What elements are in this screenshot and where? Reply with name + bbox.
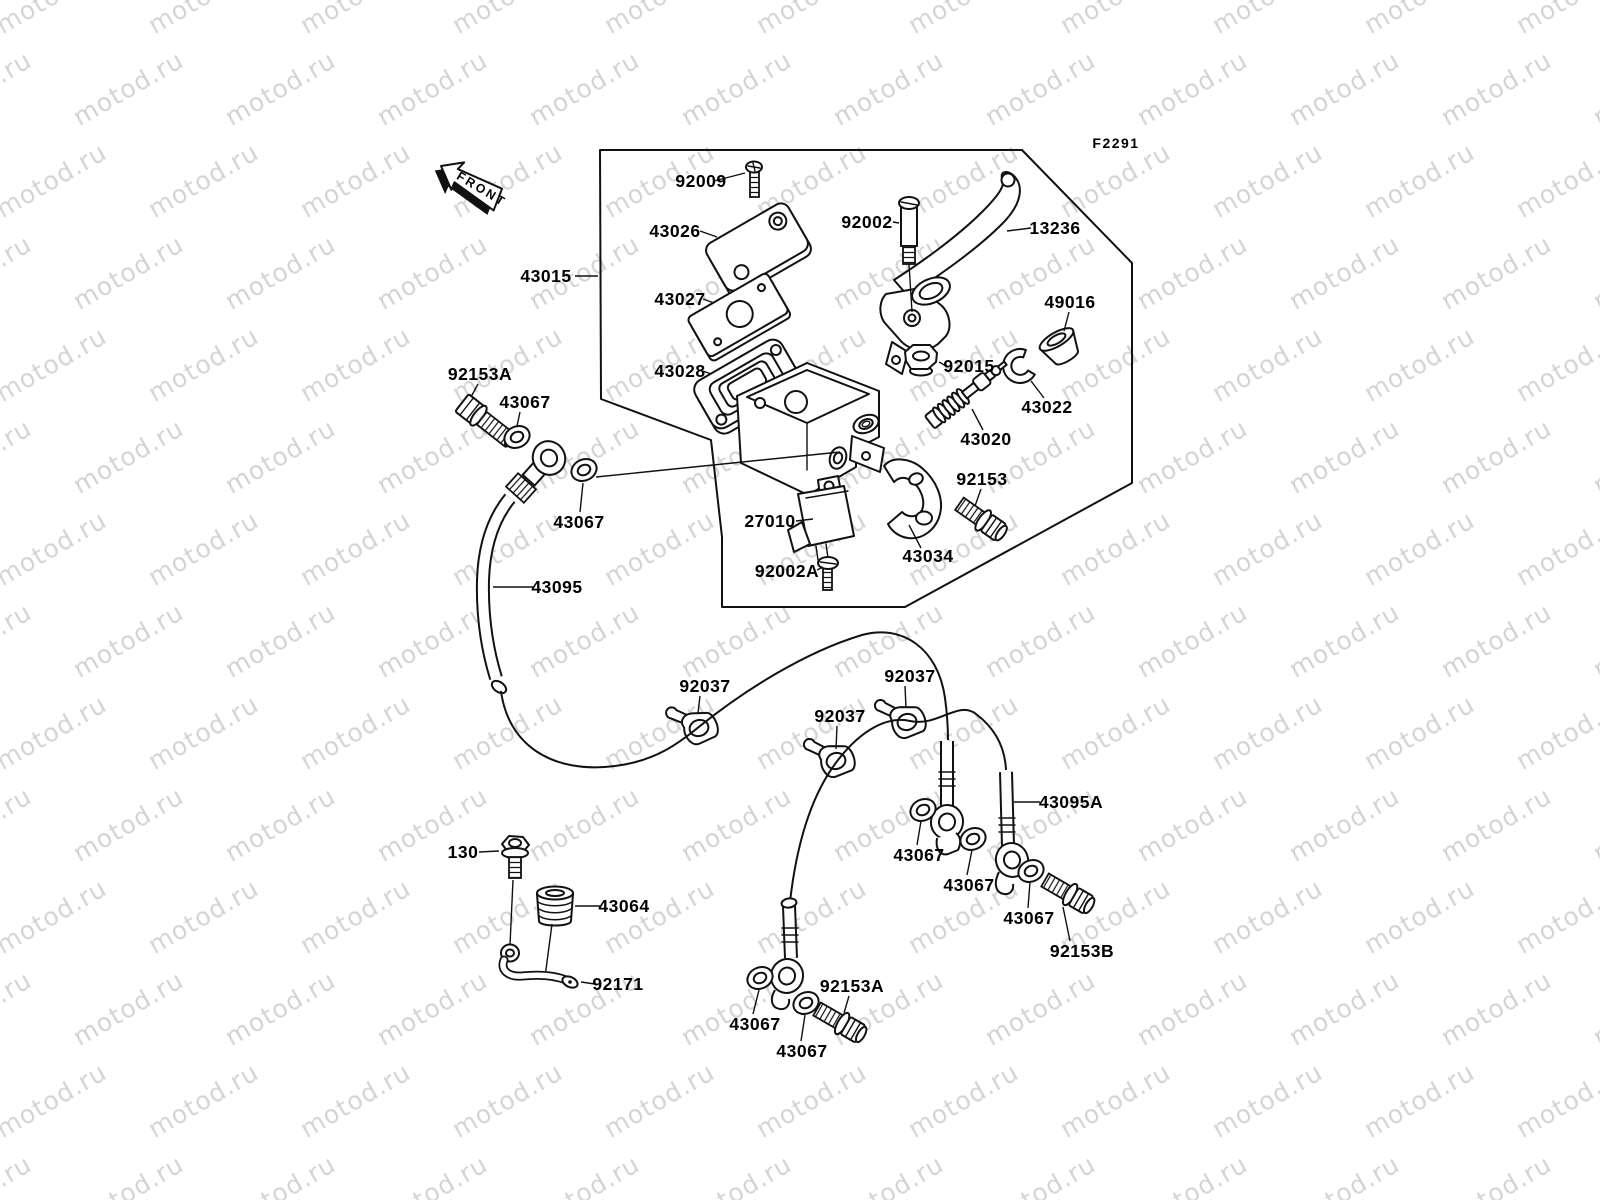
- leader-line-43067: [800, 1014, 806, 1042]
- plate-43027-drawing: [687, 272, 792, 362]
- leader-line-49016: [1063, 311, 1070, 332]
- leader-line-43067: [579, 482, 584, 513]
- leader-line-92153b: [1062, 906, 1071, 942]
- part-label-92153a: 92153A: [820, 976, 884, 996]
- part-label-43067: 43067: [893, 845, 944, 865]
- part-label-92171: 92171: [592, 974, 643, 994]
- clamp-92037-left-drawing: [663, 694, 722, 752]
- part-label-43067: 43067: [1003, 908, 1054, 928]
- part-label-43067: 43067: [499, 392, 550, 412]
- part-label-92009: 92009: [675, 171, 726, 191]
- leader-line-92002a: [816, 566, 824, 571]
- part-label-130: 130: [448, 842, 479, 862]
- leader-line-43067: [752, 989, 760, 1015]
- part-label-43095: 43095: [531, 577, 582, 597]
- part-label-43067: 43067: [553, 512, 604, 532]
- pivot-bolt-92002-drawing: [898, 196, 920, 265]
- front-direction-arrow: FRONT: [434, 161, 509, 215]
- leader-line-43020: [971, 408, 984, 431]
- leader-line-92037: [835, 725, 838, 750]
- leader-line-43067: [916, 820, 922, 846]
- leader-line-43034: [908, 524, 922, 549]
- leader-line-43028: [702, 370, 712, 375]
- leader-line-92153: [974, 488, 982, 507]
- clamp-bolt-92153-drawing: [951, 492, 1012, 546]
- holder-clamp-43034-drawing: [883, 458, 942, 540]
- part-label-43067: 43067: [943, 875, 994, 895]
- brake-switch-27010-drawing: [787, 475, 855, 561]
- leader-line-92002: [892, 221, 900, 224]
- part-label-43020: 43020: [960, 429, 1011, 449]
- dust-boot-49016-drawing: [1038, 327, 1079, 366]
- leader-line-43027: [702, 298, 715, 304]
- damper-43064-drawing: [536, 885, 574, 978]
- washer-43067-b1-drawing: [742, 961, 778, 995]
- leader-line-92153a: [843, 995, 850, 1014]
- part-label-43095a: 43095A: [1039, 792, 1103, 812]
- part-label-43015: 43015: [520, 266, 571, 286]
- clamp-92037-right-drawing: [872, 688, 930, 745]
- bolt-130-drawing: [501, 835, 530, 946]
- piston-43020-drawing: [924, 360, 1008, 429]
- figure-code: F2291: [1092, 135, 1139, 151]
- part-label-92037: 92037: [679, 676, 730, 696]
- switch-screw-92002a-drawing: [817, 556, 839, 591]
- part-label-92002: 92002: [841, 212, 892, 232]
- part-label-49016: 49016: [1044, 292, 1095, 312]
- labels-layer: 92009 43026 43015 43027 43028 92002 13236 49016…: [448, 171, 1114, 1061]
- clamp-92037-center-drawing: [801, 727, 859, 784]
- hose-end-center-drawing: [926, 741, 968, 856]
- leader-line-130: [478, 850, 500, 853]
- screw-92009-drawing: [745, 160, 763, 198]
- master-cylinder-body-drawing: [736, 362, 885, 496]
- part-label-43026: 43026: [649, 221, 700, 241]
- part-label-43022: 43022: [1021, 397, 1072, 417]
- assembly-boundary: [599, 149, 1133, 608]
- part-label-92153: 92153: [956, 469, 1007, 489]
- part-label-43028: 43028: [654, 361, 705, 381]
- leader-line-43067: [966, 849, 973, 876]
- assembly-axis-line: [595, 451, 841, 478]
- front-arrow-face: [440, 161, 504, 212]
- leader-line-43022: [1030, 380, 1045, 399]
- pipe-run-to-right-hose: [789, 708, 1007, 903]
- brake-hose-43095-drawing: [475, 434, 573, 695]
- part-label-27010: 27010: [744, 511, 795, 531]
- washer-43067-b-drawing: [566, 453, 602, 487]
- leader-line-43026: [699, 230, 718, 238]
- part-label-92037: 92037: [884, 666, 935, 686]
- leader-line-27010: [795, 518, 814, 522]
- brake-hose-43095a-drawing: [990, 771, 1034, 896]
- leader-line-92037: [697, 695, 701, 714]
- reservoir-cap-43026-drawing: [705, 202, 812, 297]
- part-label-92002a: 92002A: [755, 561, 819, 581]
- leader-line-13236: [1006, 227, 1032, 232]
- part-label-92153b: 92153B: [1050, 941, 1114, 961]
- part-label-43027: 43027: [654, 289, 705, 309]
- leader-line-92037: [904, 685, 907, 709]
- leader-line-92153a: [470, 383, 479, 398]
- bracket-92171-drawing: [498, 943, 579, 989]
- leader-line-43067: [1027, 881, 1031, 909]
- part-label-43067: 43067: [729, 1014, 780, 1034]
- leader-line-43067: [516, 411, 521, 427]
- part-label-92153a: 92153A: [448, 364, 512, 384]
- hose-end-bottom-drawing: [766, 897, 808, 1011]
- part-label-92015: 92015: [943, 356, 994, 376]
- pivot-nut-92015-drawing: [904, 344, 938, 377]
- leader-line-92009: [713, 172, 746, 182]
- part-label-43034: 43034: [902, 546, 953, 566]
- brake-lever-13236-drawing: [879, 171, 1021, 375]
- pipe-run-to-center-hose: [500, 631, 949, 769]
- part-label-92037: 92037: [814, 706, 865, 726]
- leader-line-92171: [580, 981, 596, 985]
- part-label-43067: 43067: [776, 1041, 827, 1061]
- leader-line-92015: [938, 361, 947, 367]
- circlip-43022-drawing: [1002, 348, 1036, 384]
- banjo-bolt-92153a-bottom-drawing: [810, 997, 872, 1048]
- part-label-43064: 43064: [598, 896, 649, 916]
- part-label-13236: 13236: [1029, 218, 1080, 238]
